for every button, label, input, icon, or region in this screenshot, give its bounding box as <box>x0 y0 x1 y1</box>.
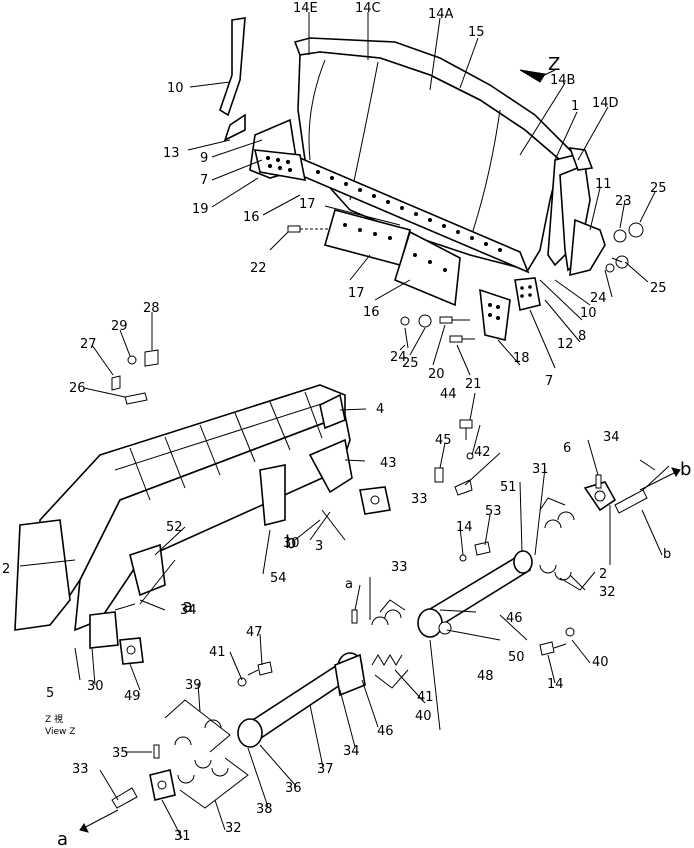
callout-58: 46 <box>506 611 523 626</box>
callout-46: 51 <box>500 480 517 495</box>
callout-44: b <box>663 547 671 562</box>
callout-68: 14 <box>547 677 564 692</box>
callout-35: 4 <box>376 402 384 417</box>
view-z-mark: Z <box>548 54 560 75</box>
view-note-line2: View Z <box>45 727 75 737</box>
callout-22: 25 <box>650 281 667 296</box>
callout-63: 41 <box>417 690 434 705</box>
callout-43: 30 <box>283 536 300 551</box>
callout-3: 15 <box>468 25 485 40</box>
callout-9: 9 <box>200 151 208 166</box>
callout-34: 26 <box>69 381 86 396</box>
callout-11: 19 <box>192 202 209 217</box>
callout-49: 3 <box>315 539 323 554</box>
callout-24: 25 <box>402 356 419 371</box>
callout-52: 54 <box>270 571 287 586</box>
callout-50: 14 <box>456 520 473 535</box>
callout-41: 34 <box>603 430 620 445</box>
callout-20: 10 <box>580 306 597 321</box>
arrow-b-mid: b <box>285 532 296 553</box>
callout-45: 31 <box>532 462 549 477</box>
callout-77: 33 <box>72 762 89 777</box>
callout-40: 6 <box>563 441 571 456</box>
brace-assembly-right <box>417 419 648 656</box>
callout-14: 11 <box>595 177 612 192</box>
leader-lines <box>19 12 670 839</box>
callout-0: 14E <box>293 1 318 16</box>
callout-19: 16 <box>363 305 380 320</box>
rail-holes <box>316 170 502 252</box>
callout-70: 46 <box>377 724 394 739</box>
arrow-b-right: b <box>680 459 691 480</box>
push-frame <box>14 349 391 665</box>
callout-67: 5 <box>46 686 54 701</box>
callout-10: 7 <box>200 173 208 188</box>
callout-78: 31 <box>174 829 191 844</box>
callout-21: 24 <box>390 350 407 365</box>
arrow-a-mid: a <box>182 596 193 617</box>
callout-16: 25 <box>650 181 667 196</box>
callout-61: 41 <box>209 645 226 660</box>
callout-27: 18 <box>513 351 530 366</box>
callout-42: 33 <box>411 492 428 507</box>
callout-5: 14B <box>550 73 575 88</box>
callout-39: 43 <box>380 456 397 471</box>
callout-1: 14C <box>355 1 381 16</box>
callout-2: 14A <box>428 7 454 22</box>
brace-assembly-left <box>111 609 403 809</box>
callout-7: 14D <box>592 96 619 111</box>
callout-23: 24 <box>590 291 607 306</box>
callout-6: 1 <box>571 99 579 114</box>
callout-60: 40 <box>592 655 609 670</box>
callout-36: 44 <box>440 387 457 402</box>
callout-56: a <box>345 577 353 592</box>
callout-74: 36 <box>285 781 302 796</box>
callout-79: 32 <box>225 821 242 836</box>
callout-53: 2 <box>599 567 607 582</box>
callout-31: 28 <box>143 301 160 316</box>
arrow-a-bottom: a <box>57 829 68 848</box>
callout-76: 35 <box>112 746 129 761</box>
callout-28: 12 <box>557 337 574 352</box>
callout-55: 34 <box>180 603 197 618</box>
callout-69: 40 <box>415 709 432 724</box>
callout-13: 17 <box>299 197 316 212</box>
callout-48: 2 <box>2 562 10 577</box>
callout-72: 34 <box>343 744 360 759</box>
callout-37: 45 <box>435 433 452 448</box>
callout-18: 17 <box>348 286 365 301</box>
callout-54: 32 <box>599 585 616 600</box>
callout-66: 30 <box>87 679 104 694</box>
callout-30: 7 <box>545 374 553 389</box>
callout-71: 39 <box>185 678 202 693</box>
blade-assembly <box>219 17 644 343</box>
callout-64: 48 <box>477 669 494 684</box>
callout-59: 47 <box>246 625 263 640</box>
callout-47: 52 <box>166 520 183 535</box>
callout-38: 42 <box>474 445 491 460</box>
callout-75: 37 <box>317 762 334 777</box>
callout-51: 53 <box>485 504 502 519</box>
callout-8: 13 <box>163 146 180 161</box>
callout-73: 38 <box>256 802 273 817</box>
callout-12: 16 <box>243 210 260 225</box>
group-brackets <box>164 497 596 809</box>
callout-17: 22 <box>250 261 267 276</box>
callout-32: 29 <box>111 319 128 334</box>
callout-33: 27 <box>80 337 97 352</box>
callout-57: 33 <box>391 560 408 575</box>
callout-26: 21 <box>465 377 482 392</box>
direction-arrows <box>79 69 681 833</box>
callout-62: 50 <box>508 650 525 665</box>
callout-65: 49 <box>124 689 141 704</box>
callout-4: 10 <box>167 81 184 96</box>
callout-25: 20 <box>428 367 445 382</box>
view-note-line1: Z 視 <box>45 713 63 725</box>
callout-29: 8 <box>578 329 586 344</box>
callout-15: 23 <box>615 194 632 209</box>
